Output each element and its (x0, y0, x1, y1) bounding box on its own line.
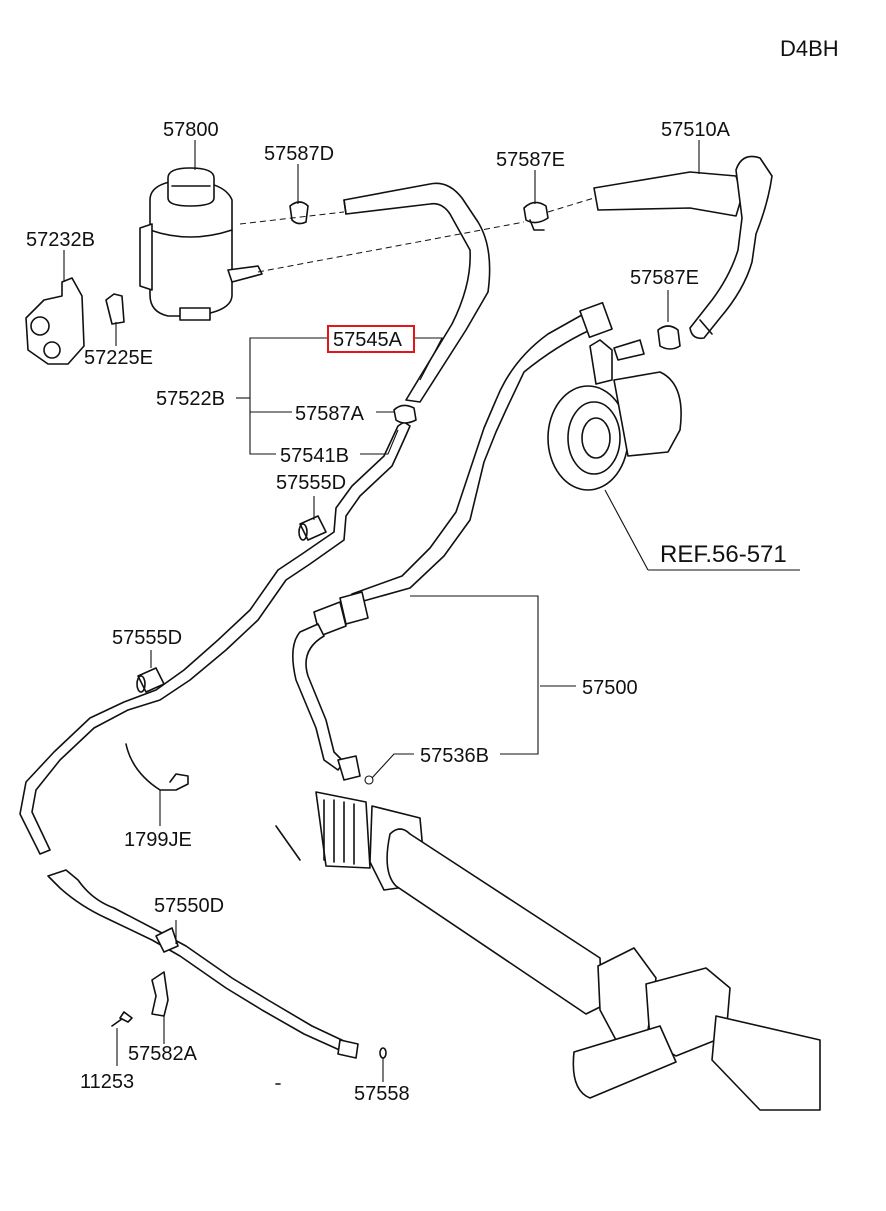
label-57536B[interactable]: 57536B (420, 745, 489, 767)
label-57522B[interactable]: 57522B (156, 388, 225, 410)
label-11253[interactable]: 11253 (80, 1071, 134, 1093)
label-57232B[interactable]: 57232B (26, 229, 95, 251)
label-57587E-pump[interactable]: 57587E (630, 267, 699, 289)
label-57555D-top[interactable]: 57555D (276, 472, 346, 494)
label-57558[interactable]: 57558 (354, 1083, 410, 1105)
clamp-drawing-57587E-top[interactable] (523, 201, 549, 231)
pump-drawing[interactable] (547, 339, 682, 491)
label-57555D-mid[interactable]: 57555D (112, 627, 182, 649)
label-57225E[interactable]: 57225E (84, 347, 153, 369)
label-57582A[interactable]: 57582A (128, 1043, 198, 1065)
label-57587E-top[interactable]: 57587E (496, 149, 565, 171)
flow-line-reservoir-to-hose (239, 211, 345, 225)
label-57510A[interactable]: 57510A (661, 119, 731, 141)
bolt-drawing-11253[interactable] (111, 1011, 133, 1027)
label-ref-pump[interactable]: REF.56-571 (660, 541, 787, 568)
label-57800[interactable]: 57800 (163, 119, 219, 141)
flow-line-reservoir-return (257, 221, 525, 273)
grommet-drawing-57555D-top[interactable] (298, 515, 327, 541)
reservoir-drawing[interactable] (139, 167, 263, 321)
label-57500[interactable]: 57500 (582, 677, 638, 699)
label-57541B[interactable]: 57541B (280, 445, 349, 467)
pressure-hose-drawing[interactable] (292, 301, 613, 785)
highlight-box-57545A (327, 325, 415, 353)
bracket-drawing[interactable] (25, 277, 85, 365)
label-57587A[interactable]: 57587A (295, 403, 365, 425)
return-hose-drawing[interactable] (343, 182, 491, 403)
label-57587D[interactable]: 57587D (264, 143, 334, 165)
label-57545A[interactable]: 57545A (333, 329, 403, 351)
return-tube-drawing[interactable] (19, 421, 411, 1059)
label-1799JE[interactable]: 1799JE (124, 829, 192, 851)
label-57550D[interactable]: 57550D (154, 895, 224, 917)
tie-drawing-1799JE[interactable] (125, 743, 189, 791)
steering-gear-drawing[interactable] (275, 791, 821, 1111)
clamp-drawing-57587D[interactable] (289, 201, 309, 225)
flow-line-clamp-to-suction (547, 197, 595, 213)
clamp-drawing-57587E-pump[interactable] (657, 325, 681, 350)
clamp-drawing-57587A[interactable] (393, 404, 417, 424)
leader-lines (63, 140, 800, 1082)
diagram-code: D4BH (780, 36, 839, 61)
bracket-drawing-57582A[interactable] (151, 971, 169, 1017)
clip-drawing-57225E[interactable] (105, 293, 125, 325)
suction-hose-drawing[interactable] (593, 155, 773, 340)
